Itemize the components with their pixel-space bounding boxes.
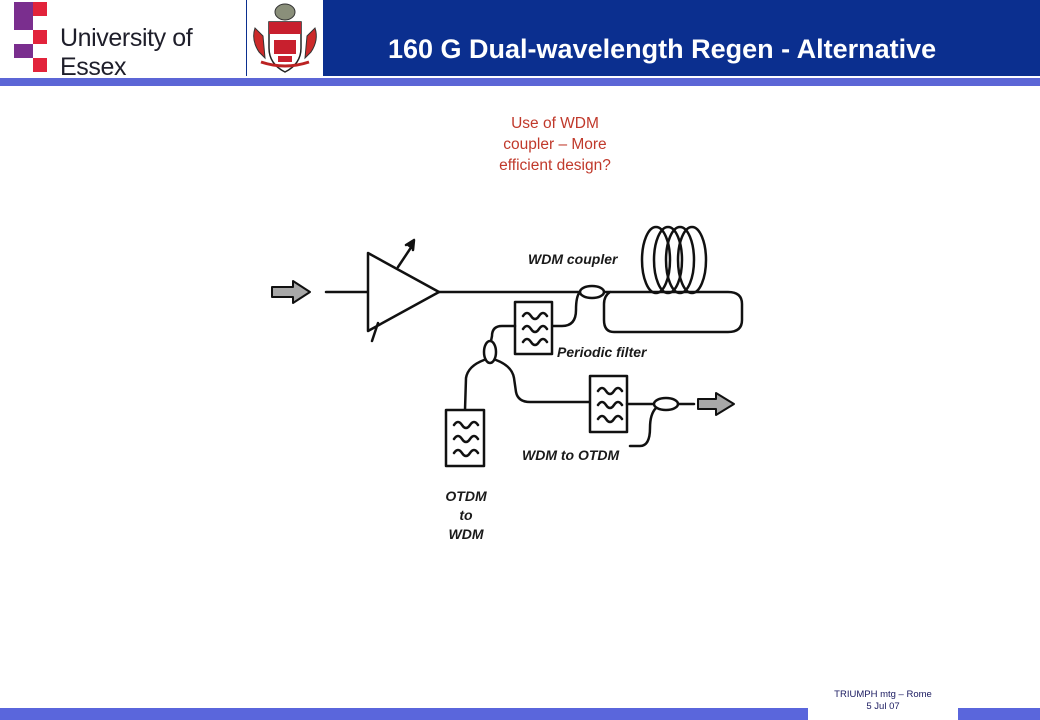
slide-title: 160 G Dual-wavelength Regen - Alternativ… [388,34,937,64]
label-otdm: OTDM [445,488,487,504]
splitter-right-fiber [494,358,592,404]
combiner-lower-fiber [628,406,658,448]
footer-line-2: 5 Jul 07 [866,701,900,712]
footer-text: TRIUMPH mtg – Rome 5 Jul 07 [808,689,958,713]
header-rule [0,78,1040,86]
university-logo: University of Essex [0,0,246,81]
filter-to-splitter-fiber [488,324,517,348]
fiber-coil-2 [652,225,684,295]
wdm-coupler-icon [578,284,606,300]
output-combiner-icon [652,396,680,412]
coupler-to-filter-fiber [550,290,582,328]
amplifier-gain-arrow [396,244,414,269]
university-name: University of Essex [60,24,193,81]
note-line-1: Use of WDM [511,115,599,132]
note-line-3: efficient design? [499,157,611,174]
splitter-icon [482,339,498,365]
label-periodic-filter: Periodic filter [557,344,648,360]
footer-gap [808,703,958,720]
footer-line-1: TRIUMPH mtg – Rome [834,689,932,700]
label-wdm-to-otdm: WDM to OTDM [522,447,620,463]
fiber-loop [602,290,744,334]
annotation-note: Use of WDM coupler – More efficient desi… [470,113,640,176]
fiber-coil-1 [640,225,672,295]
university-logo-mark [14,2,47,72]
label-wdm: WDM [449,526,484,542]
splitter-left-fiber [463,358,486,412]
output-arrow-icon [697,392,735,416]
crest-icon [253,3,317,73]
label-to: to [459,507,473,523]
amplifier-pump-lead [370,321,380,343]
fiber-coil-3 [664,225,696,295]
fiber-coil-4 [676,225,708,295]
label-wdm-coupler: WDM coupler [528,251,619,267]
input-arrow-icon [271,280,311,304]
footer-bar [0,708,1040,720]
amplifier-icon [366,251,441,333]
university-crest [247,0,323,76]
note-line-2: coupler – More [503,136,607,153]
